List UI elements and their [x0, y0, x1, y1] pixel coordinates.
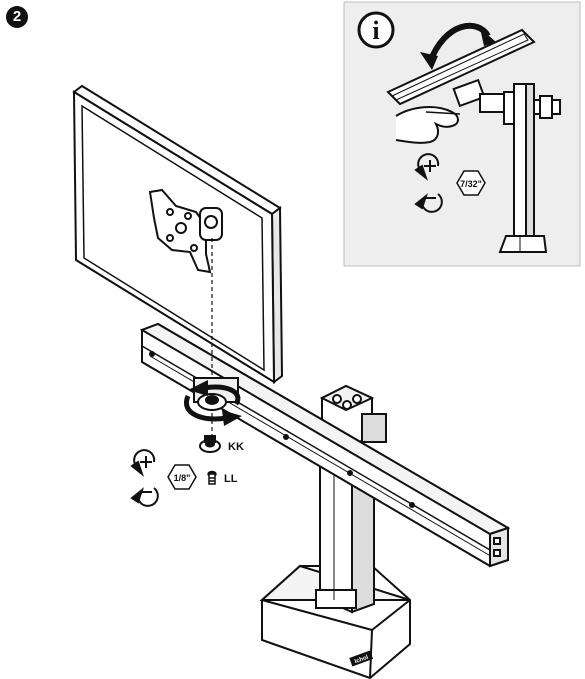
- tilt-arrow-icon: [420, 22, 496, 70]
- info-icon: i: [357, 11, 395, 49]
- tighten-icon-main: [130, 449, 156, 477]
- tighten-icon: [414, 153, 440, 181]
- loosen-icon: [414, 193, 443, 213]
- info-panel: i: [343, 1, 581, 267]
- svg-text:1/8": 1/8": [174, 473, 191, 483]
- vesa-plate: [148, 188, 223, 274]
- tilted-monitor: [386, 28, 536, 106]
- hex-key-badge: 7/32": [456, 170, 486, 196]
- screw-ll: [207, 470, 217, 485]
- svg-text:7/32": 7/32": [460, 179, 482, 189]
- washer-kk: [199, 435, 221, 453]
- swivel-rotation-arrow-icon: [183, 380, 242, 426]
- brand-logo: Ichol: [349, 650, 374, 667]
- loosen-icon-main: [130, 487, 159, 507]
- step-number-badge: 2: [6, 6, 28, 28]
- hand: [395, 106, 461, 144]
- svg-text:Ichol: Ichol: [354, 655, 370, 666]
- swivel-clamp: [193, 377, 239, 411]
- part-label-kk: KK: [228, 441, 244, 453]
- vertical-post: [498, 83, 548, 253]
- part-label-ll: LL: [224, 473, 238, 485]
- svg-text:i: i: [372, 16, 379, 45]
- hex-key-badge-main: 1/8": [167, 464, 197, 490]
